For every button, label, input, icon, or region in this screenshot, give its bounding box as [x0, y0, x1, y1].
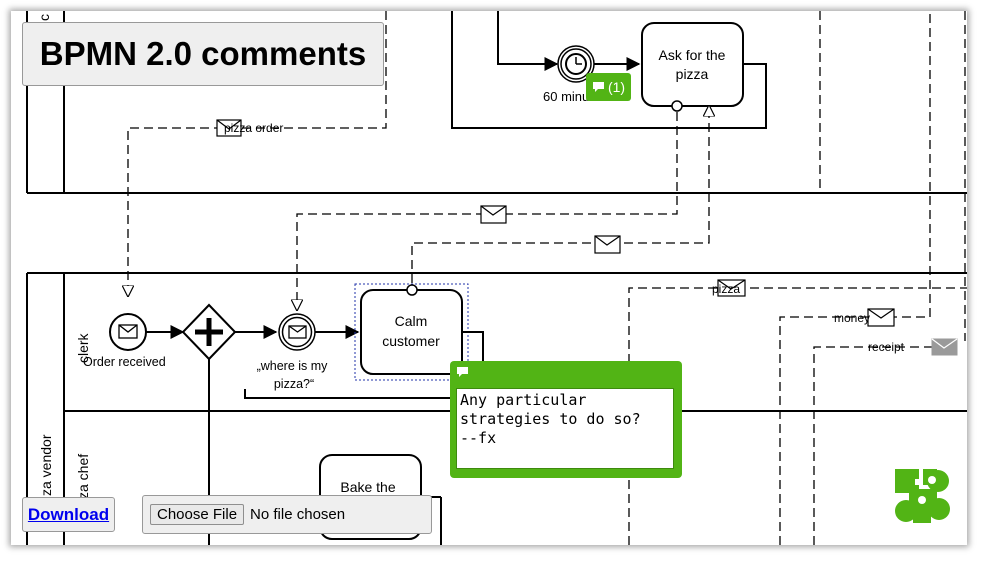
timer-label: 60 minu	[543, 89, 589, 104]
envelope-icon	[867, 308, 895, 327]
task-bake-pizza-line1: Bake the	[340, 479, 395, 495]
event-label-where-line2: pizza?“	[274, 377, 314, 391]
task-calm-customer-line1: Calm	[395, 313, 428, 329]
comment-count: (1)	[607, 79, 626, 95]
task-ask-for-pizza-line1: Ask for the	[659, 47, 726, 63]
message-flow-calm-customer[interactable]	[411, 106, 709, 283]
sequence-flow[interactable]	[497, 11, 559, 71]
vendor-pool[interactable]: za vendor clerk za chef	[26, 272, 967, 545]
timer-icon	[565, 53, 587, 75]
pool-label-top: c	[36, 14, 52, 21]
envelope-icon	[717, 279, 746, 297]
envelope-icon	[594, 235, 621, 254]
file-input-panel: Choose File No file chosen	[142, 495, 432, 534]
task-calm-customer-line2: customer	[382, 333, 440, 349]
lane-label-pizza-chef: za chef	[75, 454, 91, 499]
message-attach-point	[406, 284, 418, 296]
page-title-panel: BPMN 2.0 comments	[22, 22, 384, 86]
envelope-icon	[480, 205, 507, 224]
message-label-receipt: receipt	[868, 340, 905, 354]
comment-icon	[592, 82, 604, 92]
message-attach-point	[671, 100, 683, 112]
message-label-pizza: pizza	[712, 282, 740, 296]
parallel-gateway-icon	[195, 318, 223, 346]
task-ask-for-pizza-line2: pizza	[676, 66, 709, 82]
event-label-order-received: Order received	[83, 355, 166, 369]
message-flow-money[interactable]: money	[779, 11, 931, 545]
event-label-where-line1: „where is my	[257, 359, 329, 373]
message-flow-pizza-order[interactable]: pizza order	[128, 11, 387, 296]
download-panel: Download	[22, 497, 115, 532]
choose-file-button[interactable]: Choose File	[150, 504, 245, 525]
pool-label-vendor: za vendor	[38, 434, 54, 496]
download-link[interactable]: Download	[27, 504, 110, 524]
diagram-viewport[interactable]: c 60 minu Ask for the pizza pizza order	[11, 11, 967, 545]
start-event-order-received[interactable]	[109, 313, 147, 351]
bpmn-io-logo-icon[interactable]	[893, 467, 953, 525]
file-status: No file chosen	[250, 506, 346, 523]
parallel-gateway[interactable]	[181, 303, 237, 361]
envelope-icon	[288, 325, 307, 339]
message-flow-receipt[interactable]: receipt	[813, 11, 966, 545]
page-title: BPMN 2.0 comments	[39, 35, 367, 72]
envelope-icon	[216, 119, 242, 137]
comment-editor[interactable]: Any particular strategies to do so? --fx	[450, 361, 682, 478]
envelope-icon	[931, 338, 958, 356]
lane-label-clerk: clerk	[75, 332, 91, 363]
comment-badge[interactable]: (1)	[586, 73, 631, 101]
timer-event[interactable]	[557, 45, 595, 83]
task-ask-for-pizza[interactable]: Ask for the pizza	[641, 22, 744, 112]
message-label-pizza-order: pizza order	[224, 121, 283, 135]
message-flow-where-is-pizza[interactable]	[297, 112, 678, 310]
envelope-icon	[118, 324, 138, 339]
subprocess-box[interactable]	[451, 11, 767, 129]
message-label-money: money	[834, 311, 870, 325]
intermediate-event-where-is-my-pizza[interactable]	[278, 313, 316, 351]
comment-textarea[interactable]: Any particular strategies to do so? --fx	[456, 388, 674, 469]
task-calm-customer[interactable]: Calm customer	[354, 283, 469, 381]
comment-icon	[457, 367, 468, 377]
